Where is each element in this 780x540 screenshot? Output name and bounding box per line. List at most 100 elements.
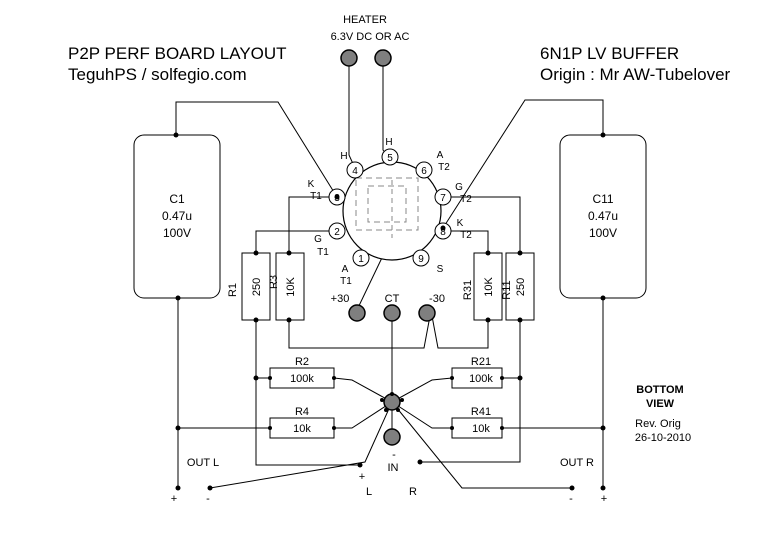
r31-bottom-wire xyxy=(431,315,489,349)
c1-value: 0.47u xyxy=(162,209,192,223)
r4-right-lead xyxy=(334,401,393,429)
resistor-r1 xyxy=(241,252,271,321)
c11-name: C11 xyxy=(592,192,613,206)
r11-value: 250 xyxy=(515,278,527,296)
heater-label: HEATER xyxy=(343,14,387,26)
r2-value: 100k xyxy=(290,373,314,385)
tube-pin-number-8: 8 xyxy=(440,227,446,238)
tube-pin-label-p2b: T1 xyxy=(317,247,329,258)
tube-pin-5 xyxy=(381,148,399,166)
r3-name: R3 xyxy=(268,275,280,289)
c1-top-wire xyxy=(175,101,338,198)
r21-value: 100k xyxy=(469,373,493,385)
tube-pin-label-p2: G xyxy=(314,234,322,245)
r1-name: R1 xyxy=(227,283,239,297)
g2-r11-wire xyxy=(443,196,521,253)
tube-pin-number-4: 4 xyxy=(352,166,358,177)
out-right-plus: + xyxy=(601,493,607,505)
tube-pin-8 xyxy=(434,222,452,240)
r11-name: R11 xyxy=(501,280,513,299)
tube-pin-label-p7: G xyxy=(455,182,463,193)
r21-name: R21 xyxy=(471,356,491,368)
c11-top-wire xyxy=(442,99,604,229)
r41-name: R41 xyxy=(471,406,491,418)
tube-pin-label-p6b: T2 xyxy=(438,162,450,173)
r2-right-lead xyxy=(333,377,393,403)
input-label: IN xyxy=(388,462,399,474)
r2-name: R2 xyxy=(295,356,309,368)
r11-bottom-wire xyxy=(420,320,521,463)
plus30-terminal xyxy=(348,304,366,322)
input-left-plus: + xyxy=(359,471,365,483)
g1-r1-wire xyxy=(255,230,337,253)
tube-pin-label-p1b: T1 xyxy=(340,276,352,287)
tube-pin-label-p4: H xyxy=(340,151,347,162)
tube-pin-label-p5: H xyxy=(385,137,392,148)
out-left-minus: - xyxy=(206,493,210,505)
heater-terminal-left xyxy=(340,49,358,67)
tube-pin-label-p8: K xyxy=(457,218,464,229)
tube-pin-7 xyxy=(434,188,452,206)
out-left-plus: + xyxy=(171,493,177,505)
ct-label: CT xyxy=(385,293,400,305)
star-ground-point xyxy=(383,393,401,411)
r3-value: 10K xyxy=(285,277,297,297)
out-right-minus: - xyxy=(569,493,573,505)
input-left-label: L xyxy=(366,486,372,498)
resistor-r3 xyxy=(275,252,305,321)
tube-pin-number-6: 6 xyxy=(421,166,427,177)
origin-credit: Origin : Mr AW-Tubelover xyxy=(540,65,731,84)
bottom-view-label: BOTTOM xyxy=(636,384,683,396)
tube-pin-6 xyxy=(415,161,433,179)
k1-r3-wire xyxy=(288,196,337,253)
ground-left-wire xyxy=(209,401,393,489)
k2-r31-wire xyxy=(443,230,489,253)
input-terminal xyxy=(383,428,401,446)
tube-pin-9 xyxy=(412,249,430,267)
r31-value: 10K xyxy=(483,277,495,297)
plus30-label: +30 xyxy=(331,293,350,305)
out-left-label: OUT L xyxy=(187,457,219,469)
r21-left-lead xyxy=(391,377,453,403)
tube-pin-number-1: 1 xyxy=(358,254,364,265)
ct-terminal xyxy=(383,304,401,322)
input-minus-label: - xyxy=(392,449,396,461)
circuit-title: 6N1P LV BUFFER xyxy=(540,44,680,63)
c1-name: C1 xyxy=(169,192,185,206)
r4-name: R4 xyxy=(295,406,309,418)
tube-pin-label-p3: K xyxy=(308,179,315,190)
tube-pins: 123456789AT1GT1KT1HHAT2GT2KT2S xyxy=(308,137,473,287)
r1-bottom-wire xyxy=(255,320,360,466)
r3-bottom-wire xyxy=(288,315,431,349)
tube-pin-label-p3b: T1 xyxy=(310,191,322,202)
c11-rating: 100V xyxy=(589,226,617,240)
r41-left-lead xyxy=(391,401,452,429)
minus30-label: -30 xyxy=(429,293,445,305)
c1-rating: 100V xyxy=(163,226,191,240)
revision-label: Rev. Orig xyxy=(635,418,681,430)
out-right-label: OUT R xyxy=(560,457,594,469)
tube-pin-number-2: 2 xyxy=(334,227,340,238)
r4-value: 10k xyxy=(293,423,311,435)
author-credit: TeguhPS / solfegio.com xyxy=(68,65,247,84)
tube-pin-label-p7b: T2 xyxy=(460,194,472,205)
tube-pin-1 xyxy=(352,249,370,267)
revision-date: 26-10-2010 xyxy=(635,432,691,444)
layout-title: P2P PERF BOARD LAYOUT xyxy=(68,44,287,63)
minus30-terminal xyxy=(418,304,436,322)
heater-terminal-right xyxy=(374,49,392,67)
bottom-view-label-2: VIEW xyxy=(646,398,675,410)
tube-pin-label-p8b: T2 xyxy=(460,230,472,241)
tube-pin-label-p1: A xyxy=(342,264,349,275)
tube-pin-2 xyxy=(328,222,346,240)
c11-value: 0.47u xyxy=(588,209,618,223)
heater-wire-h4 xyxy=(348,60,355,167)
input-right-label: R xyxy=(409,486,417,498)
tube-pin-4 xyxy=(346,161,364,179)
heater-voltage-label: 6.3V DC OR AC xyxy=(331,31,410,43)
r1-value: 250 xyxy=(251,278,263,296)
tube-pin-label-p6: A xyxy=(437,150,444,161)
tube-pin-label-p9: S xyxy=(437,264,444,275)
r31-name: R31 xyxy=(462,280,474,300)
